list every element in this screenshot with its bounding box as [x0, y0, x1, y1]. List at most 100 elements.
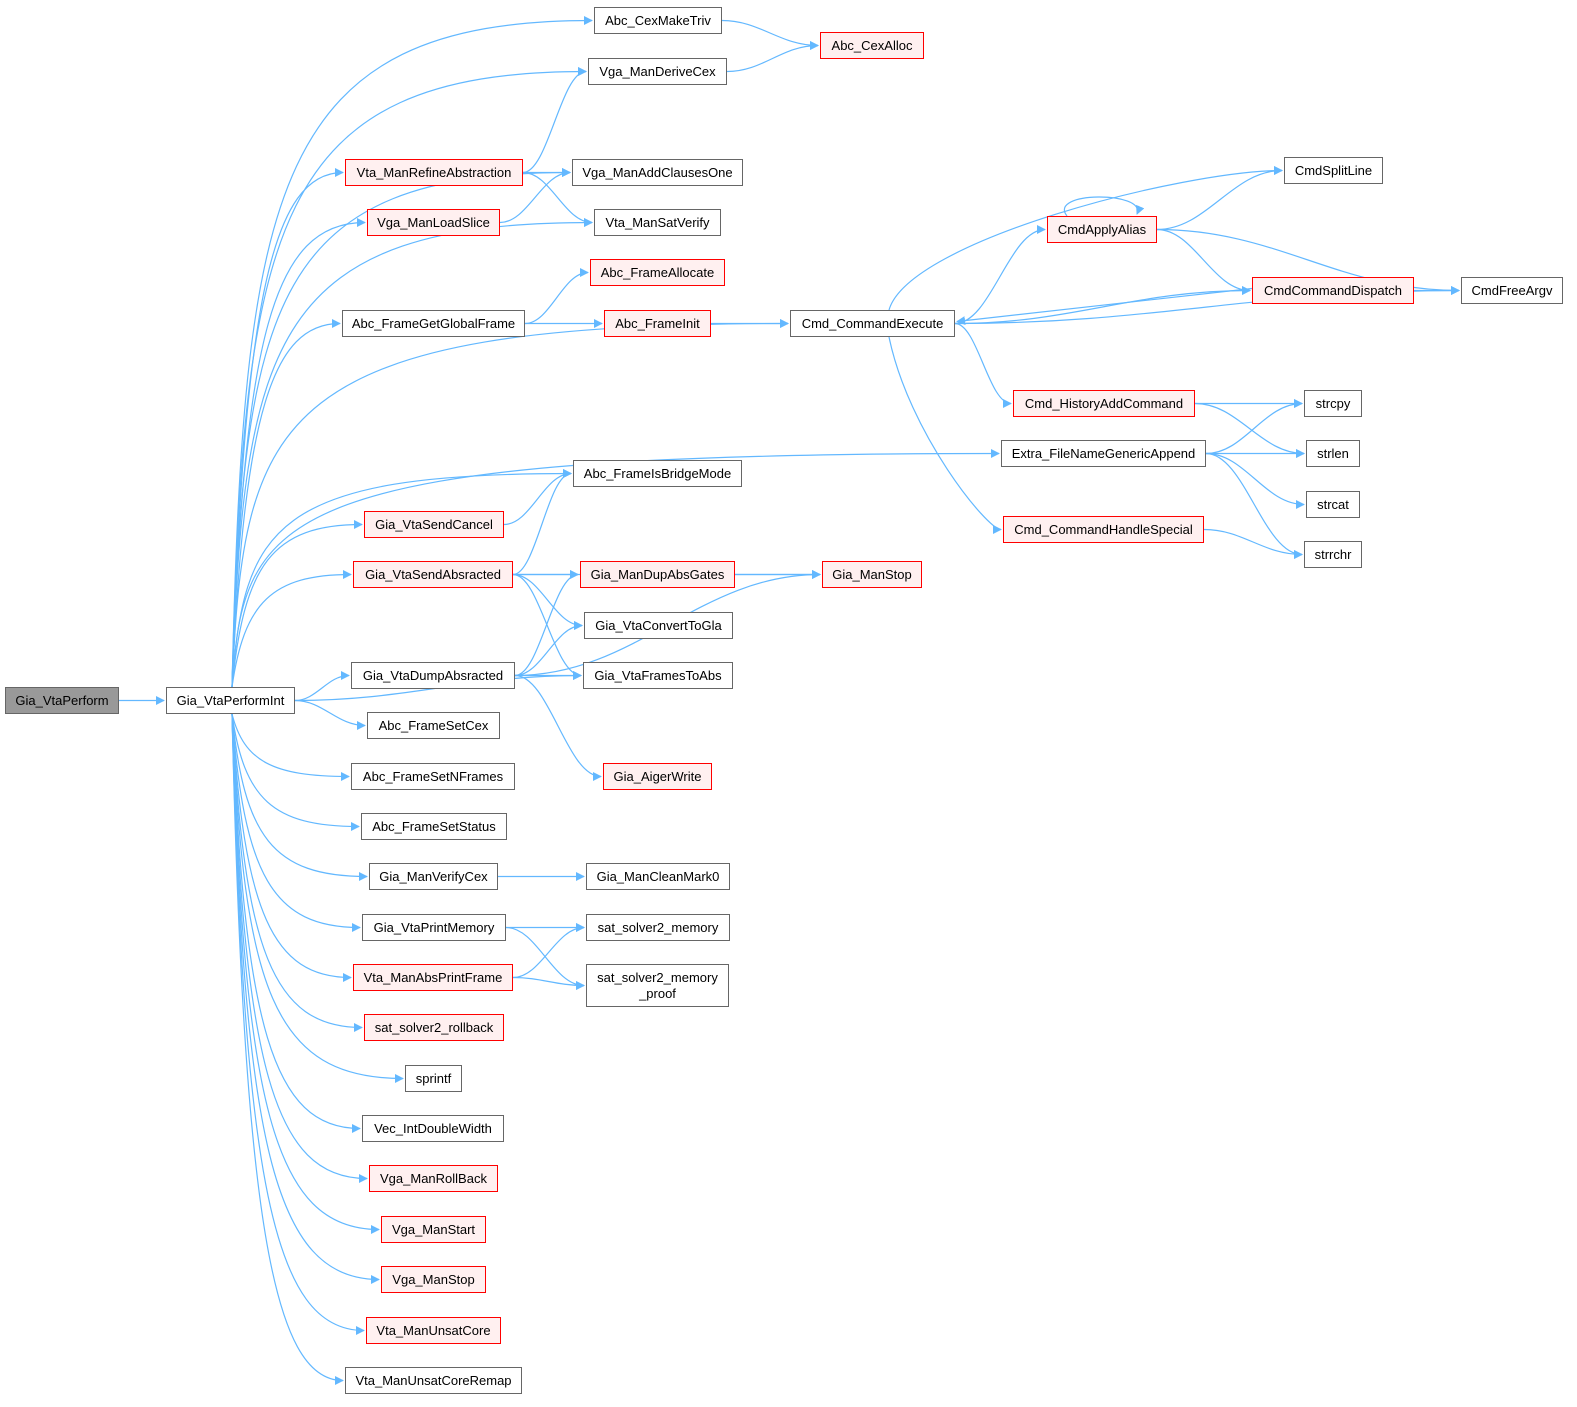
- edge-cmd-history-add-command-to-strlen: [1194, 402, 1305, 458]
- edge-gia-vta-perform-int-to-abc-frame-set-status: [231, 713, 360, 831]
- node-vga-man-add-clauses-one[interactable]: Vga_ManAddClausesOne: [572, 159, 743, 186]
- node-label: strrchr: [1314, 546, 1352, 562]
- node-label: Cmd_CommandHandleSpecial: [1014, 521, 1193, 537]
- node-abc-cex-alloc[interactable]: Abc_CexAlloc: [820, 32, 924, 59]
- node-strrchr[interactable]: strrchr: [1304, 541, 1362, 568]
- node-vta-man-unsat-core[interactable]: Vta_ManUnsatCore: [366, 1317, 501, 1344]
- edge-gia-vta-perform-int-to-abc-cex-make-triv: [231, 16, 593, 688]
- node-gia-man-stop[interactable]: Gia_ManStop: [822, 561, 922, 588]
- node-label: Abc_FrameGetGlobalFrame: [351, 315, 516, 331]
- node-label: Gia_VtaSendCancel: [375, 516, 493, 532]
- edge-cmd-apply-alias-to-cmd-apply-alias: [1063, 196, 1145, 217]
- node-label: Abc_FrameSetNFrames: [362, 768, 504, 784]
- node-cmd-apply-alias[interactable]: CmdApplyAlias: [1047, 216, 1157, 243]
- edge-gia-vta-perform-int-to-vga-man-load-slice: [231, 218, 366, 688]
- node-label: Vga_ManDeriveCex: [599, 63, 716, 79]
- node-sat-solver2-memory[interactable]: sat_solver2_memory: [586, 914, 730, 941]
- node-cmd-split-line[interactable]: CmdSplitLine: [1284, 157, 1383, 184]
- node-cmd-command-dispatch[interactable]: CmdCommandDispatch: [1252, 277, 1414, 304]
- node-gia-vta-send-cancel[interactable]: Gia_VtaSendCancel: [364, 511, 504, 538]
- node-label: CmdSplitLine: [1294, 162, 1373, 178]
- node-gia-man-dup-abs-gates[interactable]: Gia_ManDupAbsGates: [580, 561, 735, 588]
- node-cmd-free-argv[interactable]: CmdFreeArgv: [1461, 277, 1563, 304]
- node-label: Vga_ManStop: [392, 1271, 475, 1287]
- node-vga-man-start[interactable]: Vga_ManStart: [381, 1216, 486, 1243]
- node-gia-vta-convert-to-gla[interactable]: Gia_VtaConvertToGla: [584, 612, 733, 639]
- node-vga-man-stop[interactable]: Vga_ManStop: [381, 1266, 486, 1293]
- node-vta-man-refine-abstraction[interactable]: Vta_ManRefineAbstraction: [345, 159, 523, 186]
- edge-vta-man-refine-abstraction-to-vga-man-derive-cex: [522, 67, 587, 174]
- node-label: Gia_VtaPerformInt: [176, 692, 285, 708]
- edge-extra-file-name-generic-append-to-strcat: [1205, 452, 1305, 509]
- edge-gia-vta-perform-int-to-sprintf: [231, 713, 404, 1083]
- node-gia-vta-print-memory[interactable]: Gia_VtaPrintMemory: [362, 914, 506, 941]
- node-label: Vta_ManAbsPrintFrame: [363, 969, 503, 985]
- node-gia-vta-send-absracted[interactable]: Gia_VtaSendAbsracted: [353, 561, 513, 588]
- node-label: Gia_VtaSendAbsracted: [365, 566, 501, 582]
- node-vga-man-load-slice[interactable]: Vga_ManLoadSlice: [367, 209, 500, 236]
- node-label: Vta_ManUnsatCore: [376, 1322, 491, 1338]
- edge-gia-vta-perform-int-to-vga-man-stop: [231, 713, 380, 1284]
- node-vec-int-double-width[interactable]: Vec_IntDoubleWidth: [362, 1115, 504, 1142]
- node-strlen[interactable]: strlen: [1306, 440, 1360, 467]
- node-abc-cex-make-triv[interactable]: Abc_CexMakeTriv: [594, 7, 722, 34]
- node-label: sat_solver2_memory _proof: [597, 969, 718, 1001]
- node-cmd-command-execute[interactable]: Cmd_CommandExecute: [790, 310, 955, 337]
- node-gia-vta-dump-absracted[interactable]: Gia_VtaDumpAbsracted: [351, 662, 515, 689]
- node-vga-man-roll-back[interactable]: Vga_ManRollBack: [369, 1165, 498, 1192]
- edge-gia-vta-perform-int-to-gia-vta-print-memory: [231, 713, 361, 932]
- node-vta-man-unsat-core-remap[interactable]: Vta_ManUnsatCoreRemap: [345, 1367, 522, 1394]
- edge-vga-man-load-slice-to-vga-man-add-clauses-one: [499, 168, 571, 224]
- node-strcpy[interactable]: strcpy: [1304, 390, 1362, 417]
- node-vga-man-derive-cex[interactable]: Vga_ManDeriveCex: [588, 58, 727, 85]
- node-label: Vta_ManUnsatCoreRemap: [355, 1372, 512, 1388]
- edge-cmd-command-execute-to-cmd-apply-alias: [954, 225, 1046, 325]
- edge-cmd-command-execute-to-cmd-command-dispatch: [954, 286, 1251, 325]
- edge-gia-vta-perform-int-to-vga-man-derive-cex: [231, 67, 587, 688]
- edge-gia-vta-perform-int-to-cmd-command-execute: [231, 319, 789, 688]
- edge-vta-man-abs-print-frame-to-sat-solver2-memory: [512, 923, 585, 979]
- node-extra-file-name-generic-append[interactable]: Extra_FileNameGenericAppend: [1001, 440, 1206, 467]
- node-abc-frame-set-cex[interactable]: Abc_FrameSetCex: [367, 712, 500, 739]
- edge-cmd-apply-alias-to-cmd-command-dispatch: [1156, 228, 1251, 295]
- edge-cmd-command-execute-to-cmd-split-line: [888, 166, 1283, 311]
- node-label: Gia_ManDupAbsGates: [590, 566, 725, 582]
- node-gia-vta-perform-int[interactable]: Gia_VtaPerformInt: [166, 687, 295, 714]
- node-label: Abc_FrameInit: [615, 315, 700, 331]
- edge-vga-man-derive-cex-to-abc-cex-alloc: [726, 41, 819, 73]
- node-label: Gia_VtaPerform: [15, 692, 109, 708]
- node-label: Vec_IntDoubleWidth: [374, 1120, 492, 1136]
- node-vta-man-sat-verify[interactable]: Vta_ManSatVerify: [594, 209, 721, 236]
- node-strcat[interactable]: strcat: [1306, 491, 1360, 518]
- node-abc-frame-set-status[interactable]: Abc_FrameSetStatus: [361, 813, 507, 840]
- node-abc-frame-is-bridge-mode[interactable]: Abc_FrameIsBridgeMode: [573, 460, 742, 487]
- edge-gia-vta-perform-int-to-abc-frame-is-bridge-mode: [231, 469, 572, 688]
- node-gia-man-clean-mark0[interactable]: Gia_ManCleanMark0: [586, 863, 730, 890]
- node-vta-man-abs-print-frame[interactable]: Vta_ManAbsPrintFrame: [353, 964, 513, 991]
- edge-extra-file-name-generic-append-to-strcpy: [1205, 399, 1303, 455]
- node-cmd-history-add-command[interactable]: Cmd_HistoryAddCommand: [1013, 390, 1195, 417]
- node-abc-frame-allocate[interactable]: Abc_FrameAllocate: [590, 259, 725, 286]
- node-sprintf[interactable]: sprintf: [405, 1065, 462, 1092]
- node-abc-frame-get-global-frame[interactable]: Abc_FrameGetGlobalFrame: [342, 310, 525, 337]
- node-label: Abc_FrameSetCex: [378, 717, 489, 733]
- node-gia-vta-perform: Gia_VtaPerform: [5, 687, 119, 714]
- node-label: CmdFreeArgv: [1471, 282, 1553, 298]
- edge-cmd-command-execute-to-cmd-history-add-command: [954, 322, 1012, 408]
- edge-gia-vta-perform-int-to-gia-vta-send-cancel: [231, 520, 363, 688]
- node-cmd-command-handle-special[interactable]: Cmd_CommandHandleSpecial: [1003, 516, 1204, 543]
- node-gia-vta-frames-to-abs[interactable]: Gia_VtaFramesToAbs: [583, 662, 733, 689]
- node-abc-frame-set-nframes[interactable]: Abc_FrameSetNFrames: [351, 763, 515, 790]
- node-abc-frame-init[interactable]: Abc_FrameInit: [604, 310, 711, 337]
- node-label: Vga_ManStart: [391, 1221, 476, 1237]
- node-label: Gia_VtaPrintMemory: [373, 919, 495, 935]
- node-label: sat_solver2_rollback: [374, 1019, 494, 1035]
- node-label: Vga_ManLoadSlice: [377, 214, 490, 230]
- node-gia-man-verify-cex[interactable]: Gia_ManVerifyCex: [369, 863, 498, 890]
- node-sat-solver2-memory-proof[interactable]: sat_solver2_memory _proof: [586, 964, 729, 1007]
- node-label: Gia_VtaDumpAbsracted: [362, 667, 504, 683]
- node-sat-solver2-rollback[interactable]: sat_solver2_rollback: [364, 1014, 504, 1041]
- node-label: Cmd_CommandExecute: [801, 315, 944, 331]
- edge-gia-vta-perform-int-to-vec-int-double-width: [231, 713, 361, 1133]
- node-gia-aiger-write[interactable]: Gia_AigerWrite: [603, 763, 712, 790]
